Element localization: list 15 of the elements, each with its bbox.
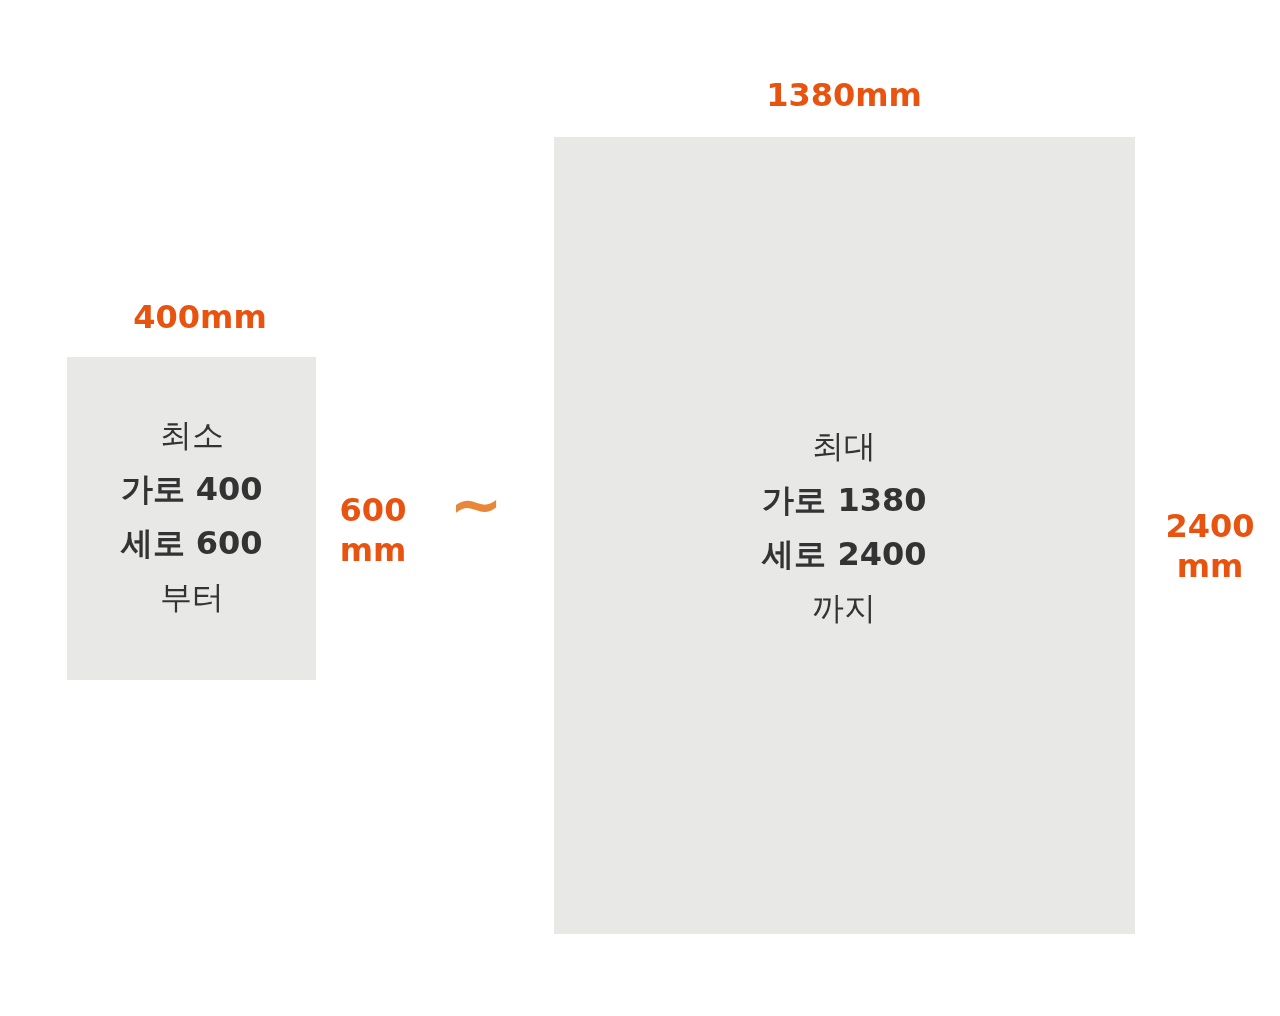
- width-value-text: 가로 1380: [762, 479, 927, 520]
- size-panel: [67, 357, 316, 680]
- height-value-text: 세로 2400: [762, 533, 927, 574]
- dimension-label: 600 mm: [338, 490, 408, 570]
- dimension-label: 400mm: [132, 297, 268, 337]
- range-start-word: 최대: [812, 425, 877, 466]
- width-value-text: 가로 400: [120, 468, 263, 509]
- tilde-sign: ~: [448, 479, 504, 529]
- range-start-word: 최소: [159, 414, 224, 455]
- range-end-word: 까지: [812, 587, 877, 628]
- dimension-label: 2400 mm: [1164, 506, 1256, 586]
- range-end-word: 부터: [159, 576, 224, 617]
- size-panel: [554, 137, 1135, 934]
- dimension-label: 1380mm: [765, 75, 923, 115]
- height-value-text: 세로 600: [120, 522, 263, 563]
